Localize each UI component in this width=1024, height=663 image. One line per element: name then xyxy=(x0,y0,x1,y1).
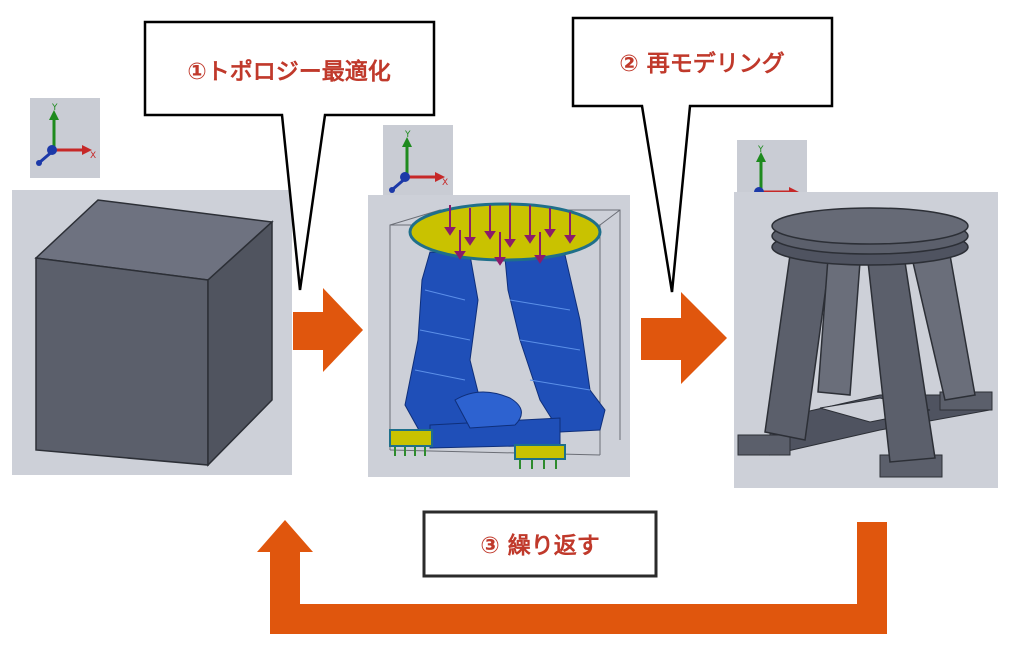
stock-block-panel: Y X xyxy=(12,96,292,475)
cube-front-face xyxy=(35,257,209,466)
callout-topology-optimization: ①トポロジー最適化 xyxy=(143,20,436,291)
fixture-pad-left xyxy=(389,429,433,447)
axis-y-label: Y xyxy=(757,145,764,155)
fixture-pad-right xyxy=(514,444,566,460)
stool-foot-pad xyxy=(737,434,791,456)
loop-back-arrow xyxy=(257,520,887,634)
topology-result-panel: Y X xyxy=(368,123,630,477)
fixture-markers xyxy=(394,447,557,469)
topology-top-disc xyxy=(408,202,602,262)
axis-triad-icon xyxy=(381,123,455,207)
topology-base-arch xyxy=(454,391,522,429)
step-1-label: ①トポロジー最適化 xyxy=(187,58,390,85)
repeat-label-box: ③ 繰り返す xyxy=(422,510,658,578)
callout-remodeling: ② 再モデリング xyxy=(571,16,834,293)
axis-y-label: Y xyxy=(404,130,411,140)
axis-x-label: X xyxy=(90,151,96,161)
topology-leg-right xyxy=(504,254,606,433)
remodeled-model-panel: Y X xyxy=(734,138,998,488)
axis-y-label: Y xyxy=(51,103,58,113)
axis-x-label: X xyxy=(442,178,448,188)
stool-seat-top xyxy=(771,207,969,245)
load-arrows xyxy=(444,203,576,266)
forward-arrow-1 xyxy=(293,288,363,372)
step-2-label: ② 再モデリング xyxy=(619,50,784,77)
axis-triad-icon xyxy=(28,96,102,180)
step-3-label: ③ 繰り返す xyxy=(480,532,599,559)
forward-arrow-2 xyxy=(641,292,727,384)
cube-side-face xyxy=(207,220,273,467)
